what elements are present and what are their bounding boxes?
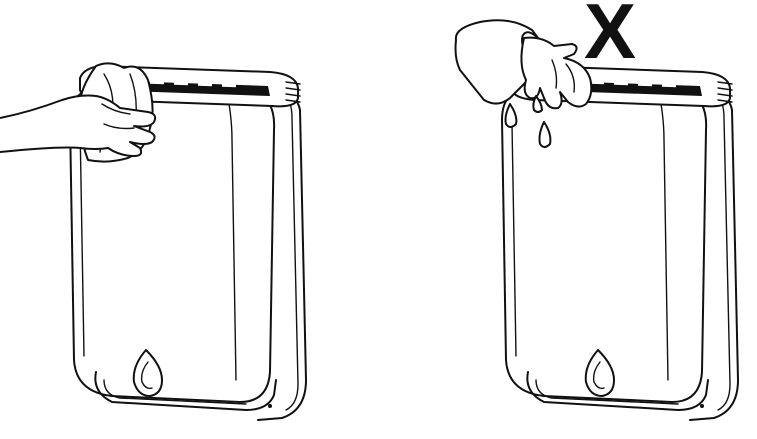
dehumidifier-icon [502,66,738,420]
panel-do-not-pour-water: X [440,0,757,439]
hand-icon [521,38,591,109]
dehumidifier-illustration [0,0,330,439]
prohibition-mark: X [584,0,636,70]
panel-wipe-with-cloth [0,0,330,439]
